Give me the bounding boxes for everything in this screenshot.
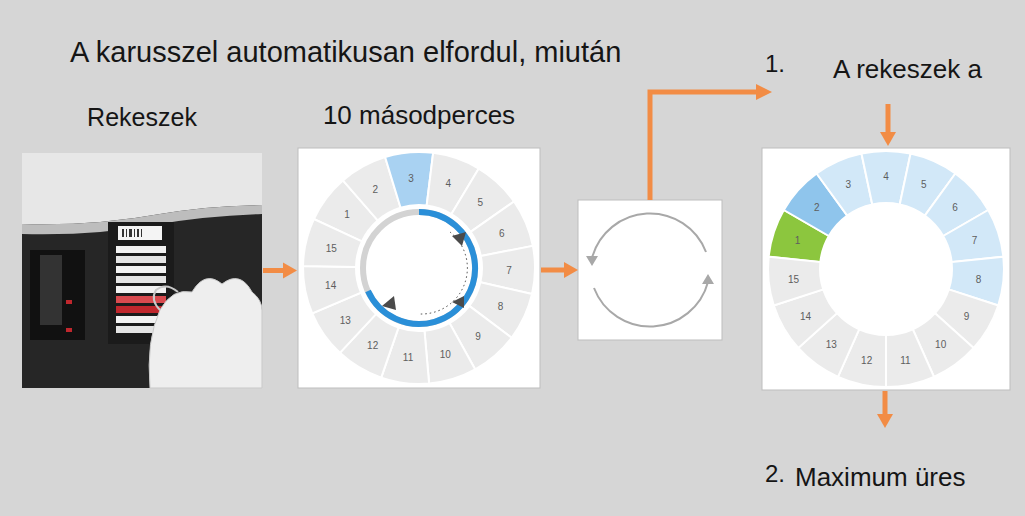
carousel-slot bbox=[340, 314, 399, 378]
annotation: Maximum üres bbox=[795, 462, 965, 493]
slot-number: 5 bbox=[921, 179, 927, 190]
carousel-slot bbox=[303, 219, 362, 267]
bar bbox=[122, 229, 124, 237]
slot-number: 13 bbox=[826, 339, 837, 350]
glove-finger bbox=[154, 286, 178, 310]
rotation-marker bbox=[382, 296, 396, 310]
carousel-slot bbox=[424, 323, 475, 383]
arrow-head bbox=[877, 414, 893, 428]
slot-number: 3 bbox=[845, 179, 851, 190]
slide-holder bbox=[40, 255, 62, 325]
interior-shadow bbox=[30, 250, 85, 340]
rack-label bbox=[118, 226, 162, 240]
progress-arc bbox=[368, 212, 475, 324]
annotation: 1. bbox=[765, 50, 785, 78]
carousel-slot bbox=[303, 266, 361, 313]
pointer-arrow bbox=[886, 104, 891, 134]
slot-number: 13 bbox=[340, 314, 351, 325]
bar bbox=[137, 229, 139, 237]
arrow-head bbox=[880, 132, 896, 146]
slot-number: 3 bbox=[408, 173, 414, 184]
slot-number: 15 bbox=[788, 273, 799, 284]
rotation-arc bbox=[592, 213, 706, 258]
bar bbox=[134, 229, 135, 237]
rotation-arc bbox=[594, 282, 708, 327]
carousel-slot bbox=[385, 152, 433, 208]
slide bbox=[116, 286, 166, 293]
title: A karusszel automatikusan elfordul, miut… bbox=[70, 36, 621, 69]
bar bbox=[141, 229, 142, 237]
slot-number: 2 bbox=[814, 201, 820, 212]
arrow-head bbox=[756, 84, 772, 100]
bar bbox=[126, 229, 127, 237]
arrow-shaft bbox=[263, 268, 285, 273]
slot-number: 2 bbox=[373, 184, 379, 195]
slot-number: 11 bbox=[900, 354, 910, 365]
flow-arrow bbox=[541, 268, 566, 273]
slot-number: 9 bbox=[475, 330, 481, 341]
slot-number: 1 bbox=[344, 208, 350, 219]
slot-number: 8 bbox=[976, 273, 982, 284]
slot-number: 5 bbox=[478, 197, 484, 208]
slot-number: 12 bbox=[861, 354, 872, 365]
carousel-slot bbox=[768, 257, 823, 306]
panel: 10 másodperces123456789101112131415 bbox=[298, 148, 540, 388]
carousel-slot bbox=[943, 210, 1003, 262]
rotation-path bbox=[420, 232, 467, 314]
slide bbox=[116, 246, 166, 253]
arrow-head bbox=[702, 274, 714, 284]
rotation-marker bbox=[452, 232, 466, 246]
panel: 123456789101112131415 bbox=[762, 148, 1010, 390]
carousel-slot bbox=[886, 329, 934, 387]
rotation-panel bbox=[578, 200, 722, 340]
gloved-hand bbox=[149, 279, 262, 388]
indicator bbox=[66, 300, 72, 304]
slot-number: 10 bbox=[935, 339, 946, 350]
slot-number: 11 bbox=[403, 352, 413, 363]
slot-number: 12 bbox=[367, 340, 378, 351]
barcode bbox=[122, 229, 142, 237]
slot-number: 15 bbox=[326, 242, 337, 253]
slot-number: 7 bbox=[506, 264, 512, 275]
slot-number: 7 bbox=[972, 235, 978, 246]
slot-number: 4 bbox=[883, 171, 889, 182]
slot-number: 14 bbox=[800, 310, 811, 321]
carousel-panel bbox=[762, 148, 1010, 390]
slot-number: 6 bbox=[952, 201, 958, 212]
indicator bbox=[66, 328, 72, 332]
annotation: 2. bbox=[765, 460, 785, 488]
flow-arrow bbox=[263, 270, 285, 271]
slide bbox=[116, 256, 166, 263]
slide bbox=[116, 276, 166, 283]
arrow-head bbox=[283, 263, 297, 279]
slot-number: 14 bbox=[325, 280, 336, 291]
pointer-arrow bbox=[883, 391, 888, 416]
slot-number: 8 bbox=[498, 301, 504, 312]
slot-number: 9 bbox=[964, 310, 970, 321]
photo-ground bbox=[22, 153, 262, 388]
progress-track bbox=[363, 212, 475, 324]
arrow-head bbox=[586, 256, 598, 266]
bar bbox=[129, 229, 132, 237]
slide bbox=[116, 266, 166, 273]
panel-heading: Rekeszek bbox=[22, 103, 262, 132]
slot-number: 1 bbox=[795, 235, 801, 246]
rotation-marker bbox=[452, 296, 464, 308]
slot-number: 10 bbox=[440, 349, 451, 360]
panel-heading: 10 másodperces bbox=[298, 100, 540, 131]
arrow-head bbox=[564, 262, 578, 278]
carousel-panel bbox=[298, 148, 540, 388]
panel: Rekeszek bbox=[22, 153, 262, 388]
slot-number: 4 bbox=[446, 177, 452, 188]
slide bbox=[116, 296, 166, 303]
flow-arrow bbox=[650, 92, 758, 200]
slot-number: 6 bbox=[499, 227, 505, 238]
annotation: A rekeszek a bbox=[833, 54, 982, 85]
